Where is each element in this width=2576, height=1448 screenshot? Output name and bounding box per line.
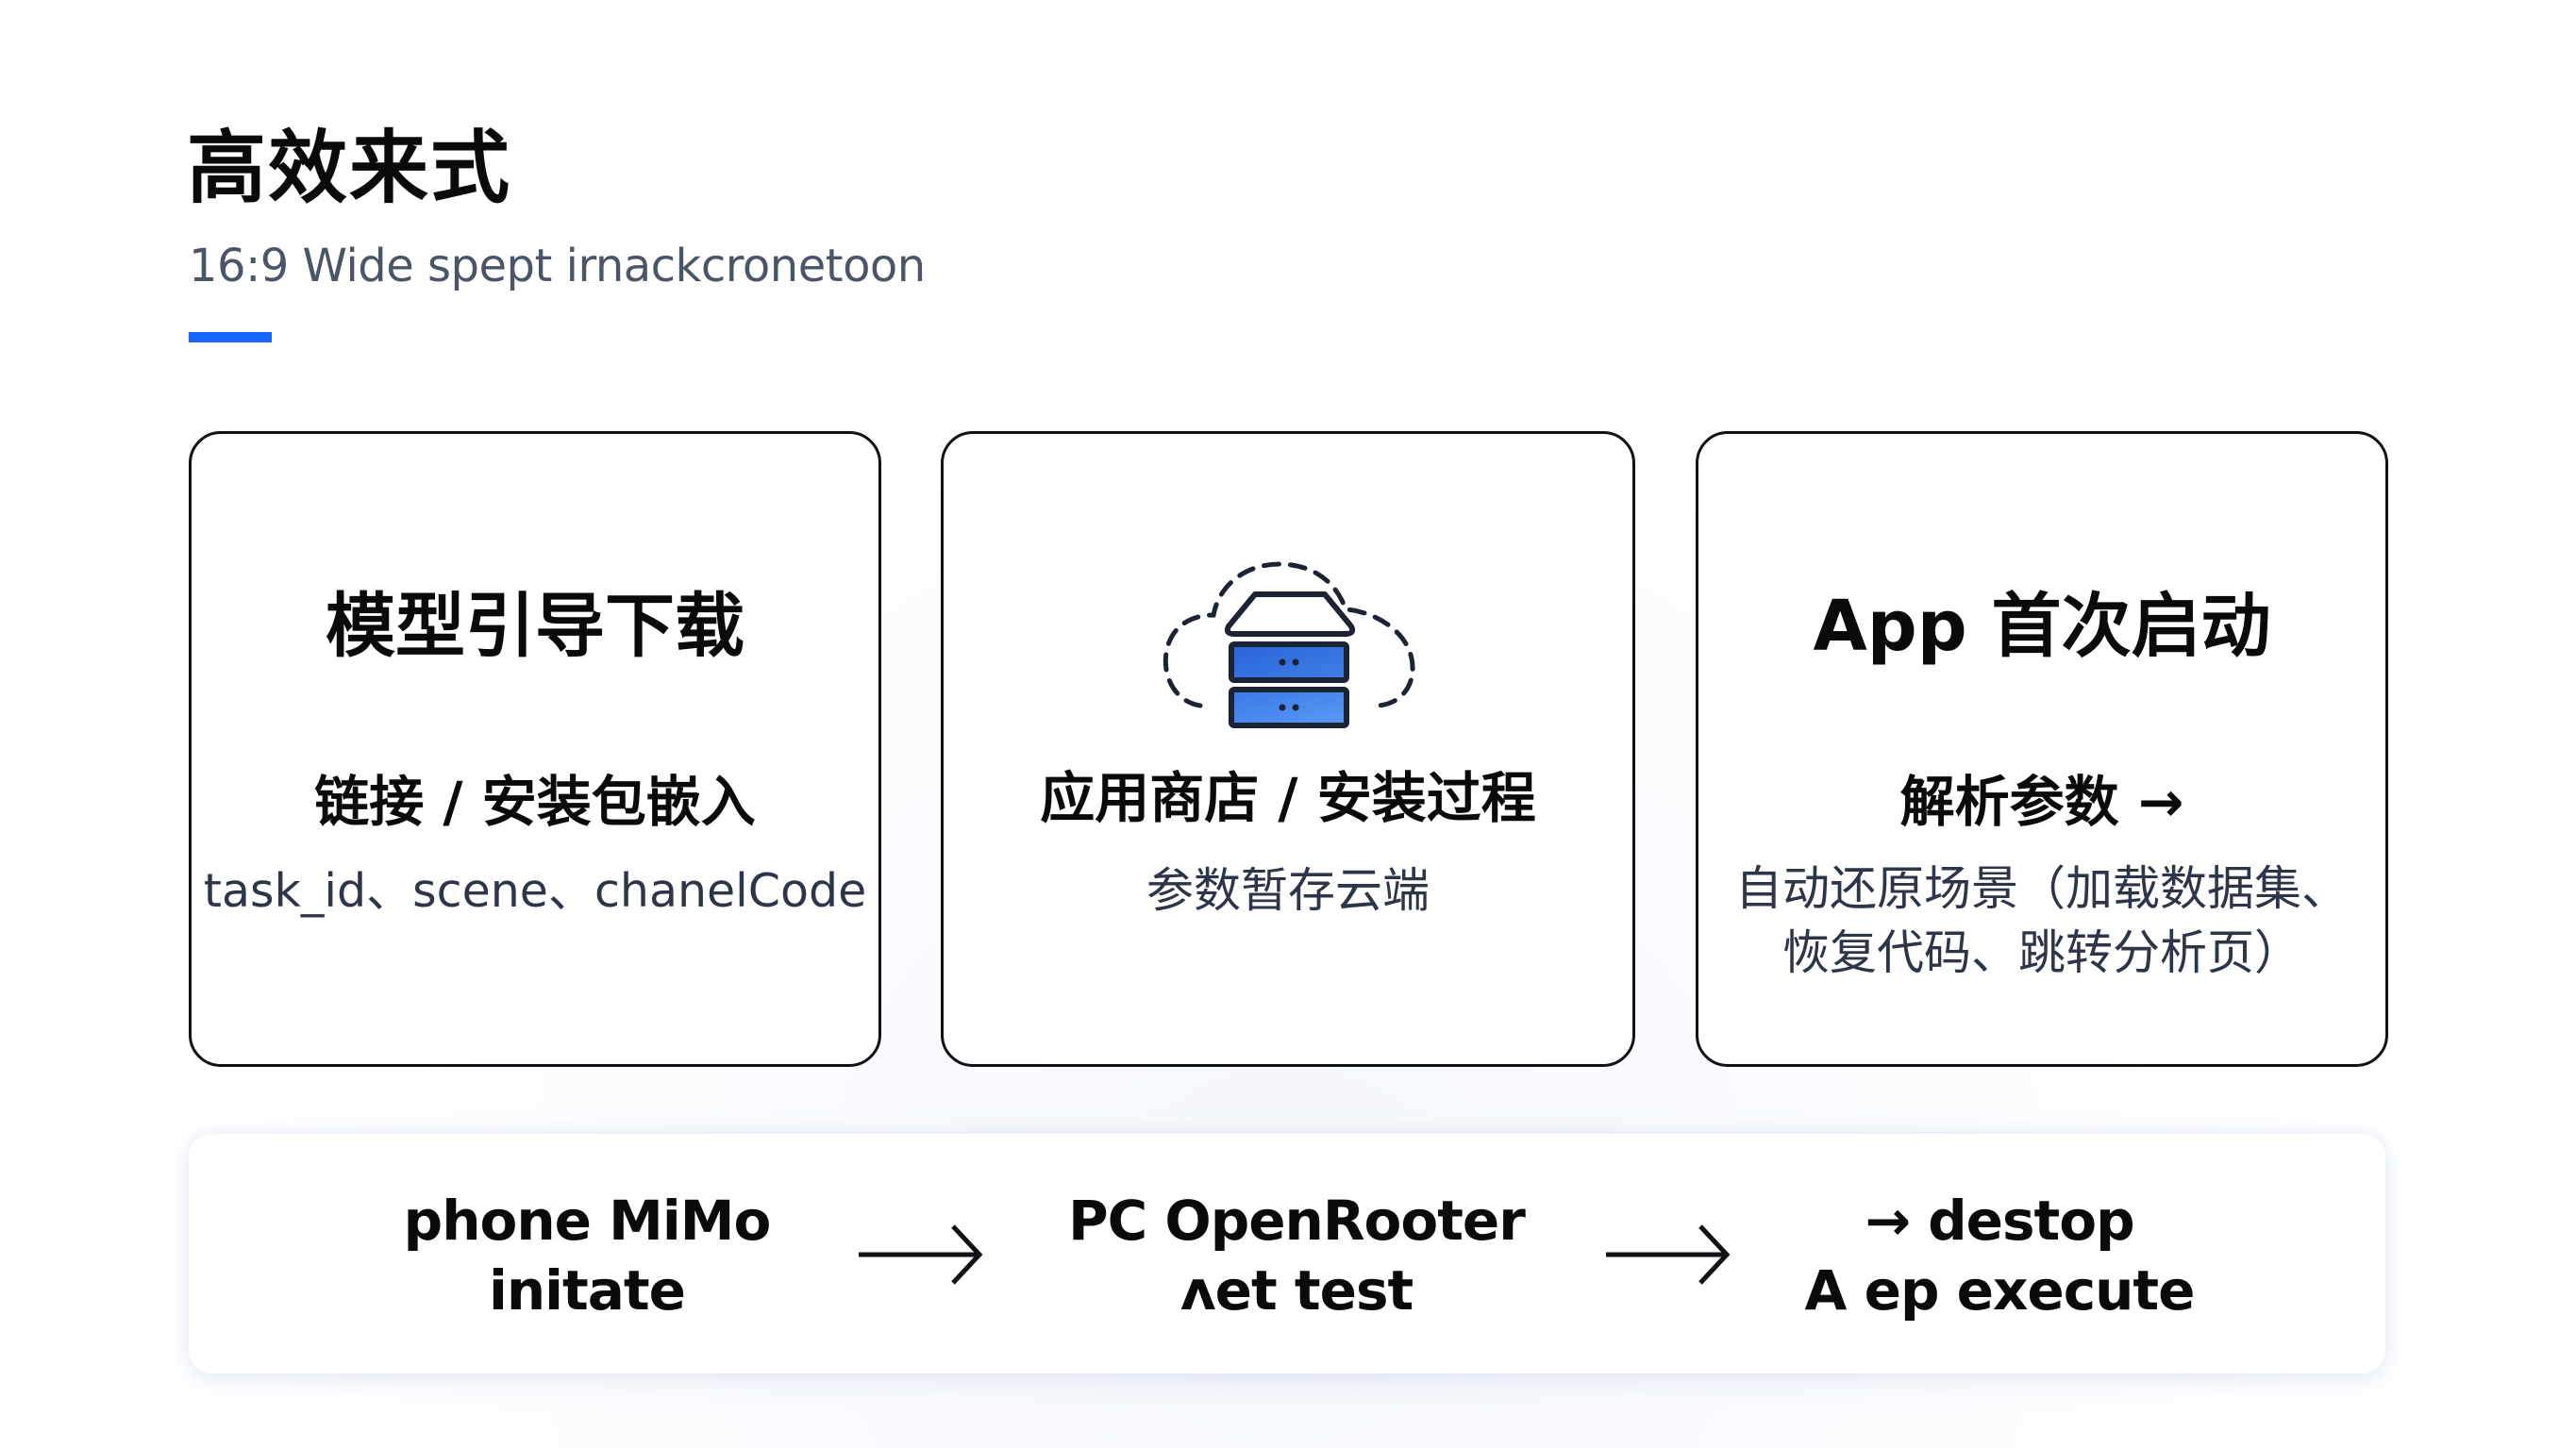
card-body-line: 自动还原场景（加载数据集、 [1735, 861, 2349, 916]
page-title: 高效来式 [187, 122, 512, 214]
card-body-line: 参数暂存云端 [1146, 863, 1430, 918]
flow-step-line: A ep execute [1804, 1258, 2196, 1323]
server-unit-1 [1229, 641, 1349, 683]
card-body: task_id、scene、chanelCode [192, 860, 878, 924]
card-app-store-install: 应用商店 / 安装过程 参数暂存云端 [941, 431, 1635, 1067]
flow-step-pc: PC OpenRooter ʌet test [1068, 1186, 1526, 1325]
flow-step-phone: phone MiMo initate [403, 1186, 772, 1325]
card-body-line: task_id、scene、chanelCode [203, 864, 867, 918]
arrow-right-icon [859, 1224, 983, 1285]
flow-step-line: PC OpenRooter [1068, 1189, 1526, 1253]
flow-step-line: → destop [1865, 1189, 2134, 1253]
flow-step-line: initate [489, 1258, 686, 1323]
server-unit-2 [1229, 687, 1349, 728]
arrow-right-icon [1606, 1224, 1731, 1285]
server-top [1224, 591, 1356, 637]
card-subheading: 应用商店 / 安装过程 [1040, 766, 1536, 830]
page-subtitle: 16:9 Wide spept irnackcronetoon [189, 240, 926, 292]
card-subheading: 链接 / 安装包嵌入 [314, 770, 756, 834]
flow-step-line: ʌet test [1179, 1258, 1413, 1323]
card-body: 参数暂存云端 [944, 858, 1632, 923]
card-subheading: 解析参数 → [1899, 770, 2184, 834]
card-body: 自动还原场景（加载数据集、 恢复代码、跳转分析页） [1698, 857, 2385, 985]
flow-step-desktop: → destop A ep execute [1804, 1186, 2196, 1325]
card-body-line: 恢复代码、跳转分析页） [1782, 925, 2301, 980]
card-app-first-launch: App 首次启动 解析参数 → 自动还原场景（加载数据集、 恢复代码、跳转分析页… [1696, 431, 2388, 1067]
flow-step-line: phone MiMo [403, 1189, 772, 1253]
card-model-guided-download: 模型引导下载 链接 / 安装包嵌入 task_id、scene、chanelCo… [189, 431, 881, 1067]
card-heading: App 首次启动 [1813, 586, 2271, 667]
cloud-outline [1163, 561, 1415, 708]
cloud-server-icon [1163, 561, 1415, 728]
card-heading: 模型引导下载 [326, 586, 744, 667]
accent-divider [189, 332, 272, 342]
flow-bar: phone MiMo initate PC OpenRooter ʌet tes… [189, 1134, 2385, 1373]
